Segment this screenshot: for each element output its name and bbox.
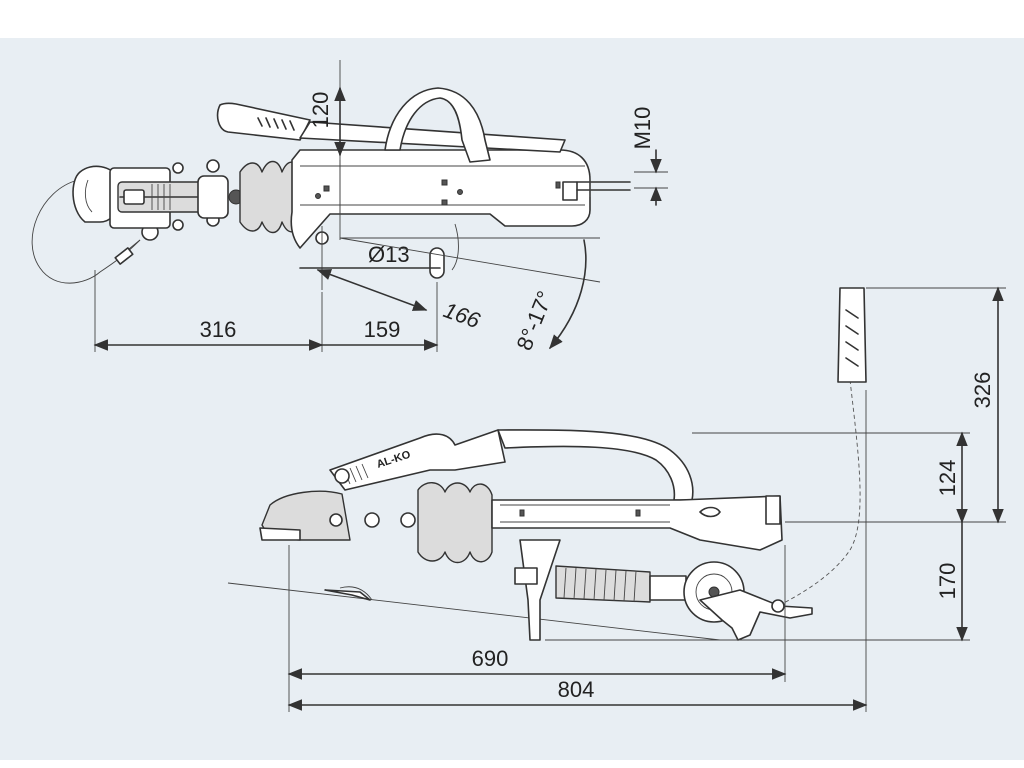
bellows-side bbox=[417, 482, 493, 564]
handle-raised-grip bbox=[845, 309, 859, 367]
damper-spring bbox=[555, 565, 651, 603]
top-view: 120 M10 Ø13 166 8°-17° 316 159 bbox=[31, 60, 668, 354]
dim-m10-label: M10 bbox=[630, 107, 655, 150]
spring-coils-top bbox=[151, 184, 171, 210]
dim-124-label: 124 bbox=[935, 460, 960, 497]
handbrake-side bbox=[329, 429, 506, 491]
coupling-head-side bbox=[261, 490, 351, 541]
damper-coils bbox=[563, 567, 637, 603]
brake-cable bbox=[227, 582, 721, 641]
mounting-slot bbox=[429, 247, 445, 279]
handle-raised bbox=[837, 287, 867, 383]
handle-grip-top bbox=[257, 117, 295, 131]
safety-cable bbox=[31, 179, 141, 284]
handle-raised-path bbox=[769, 379, 861, 611]
dim-326-label: 326 bbox=[970, 372, 995, 409]
dim-159-label: 159 bbox=[364, 317, 401, 342]
rear-linkage bbox=[699, 589, 813, 641]
drawbar-top bbox=[290, 149, 591, 249]
dim-316-label: 316 bbox=[200, 317, 237, 342]
dim-diameter-label: Ø13 bbox=[368, 242, 410, 267]
dim-170-label: 170 bbox=[935, 563, 960, 600]
dim-120-label: 120 bbox=[308, 92, 333, 129]
hoop-handle-top bbox=[384, 87, 491, 163]
dim-690-label: 690 bbox=[472, 646, 509, 671]
dim-804-label: 804 bbox=[558, 677, 595, 702]
mounting-bracket bbox=[519, 539, 561, 641]
side-view: AL-KO bbox=[227, 286, 1006, 712]
